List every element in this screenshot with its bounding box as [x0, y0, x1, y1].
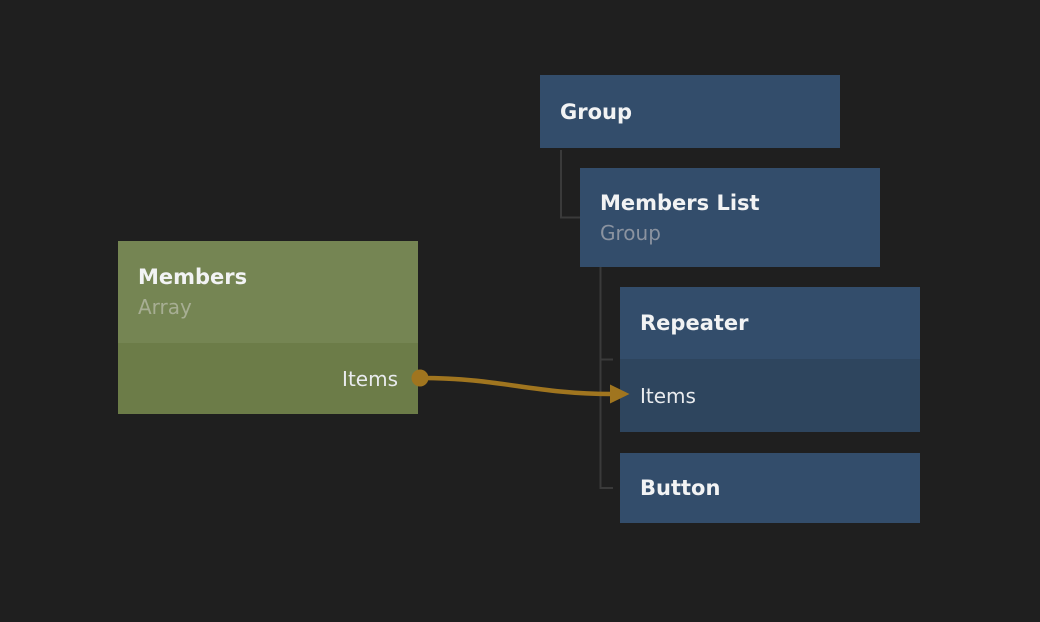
node-type-label: Array: [138, 295, 192, 319]
port-row-items-input[interactable]: Items: [620, 359, 920, 432]
tree-node-button[interactable]: Button: [620, 453, 920, 523]
tree-node-members-array[interactable]: Members Array Items: [118, 241, 418, 414]
connection-arrow[interactable]: [411, 369, 630, 404]
tree-connector-line: [560, 150, 580, 219]
port-label: Items: [640, 383, 696, 408]
tree-node-members-list[interactable]: Members List Group: [580, 168, 880, 267]
tree-connector-line: [599, 267, 613, 489]
node-header[interactable]: Button: [620, 453, 920, 523]
node-title: Group: [560, 99, 633, 124]
node-title: Members List: [600, 190, 760, 215]
node-title: Members: [138, 265, 248, 289]
port-row-items-output[interactable]: Items: [118, 343, 418, 414]
port-label: Items: [342, 366, 398, 391]
connection-curve[interactable]: [421, 375, 613, 397]
node-type-label: Group: [600, 220, 661, 245]
node-header[interactable]: Repeater: [620, 287, 920, 359]
tree-node-repeater[interactable]: Repeater Items: [620, 287, 920, 432]
node-header[interactable]: Group: [540, 75, 840, 148]
node-header[interactable]: Members Array: [118, 241, 418, 343]
node-header[interactable]: Members List Group: [580, 168, 880, 267]
node-title: Repeater: [640, 311, 749, 335]
node-title: Button: [640, 476, 721, 500]
tree-node-group[interactable]: Group: [540, 75, 840, 148]
